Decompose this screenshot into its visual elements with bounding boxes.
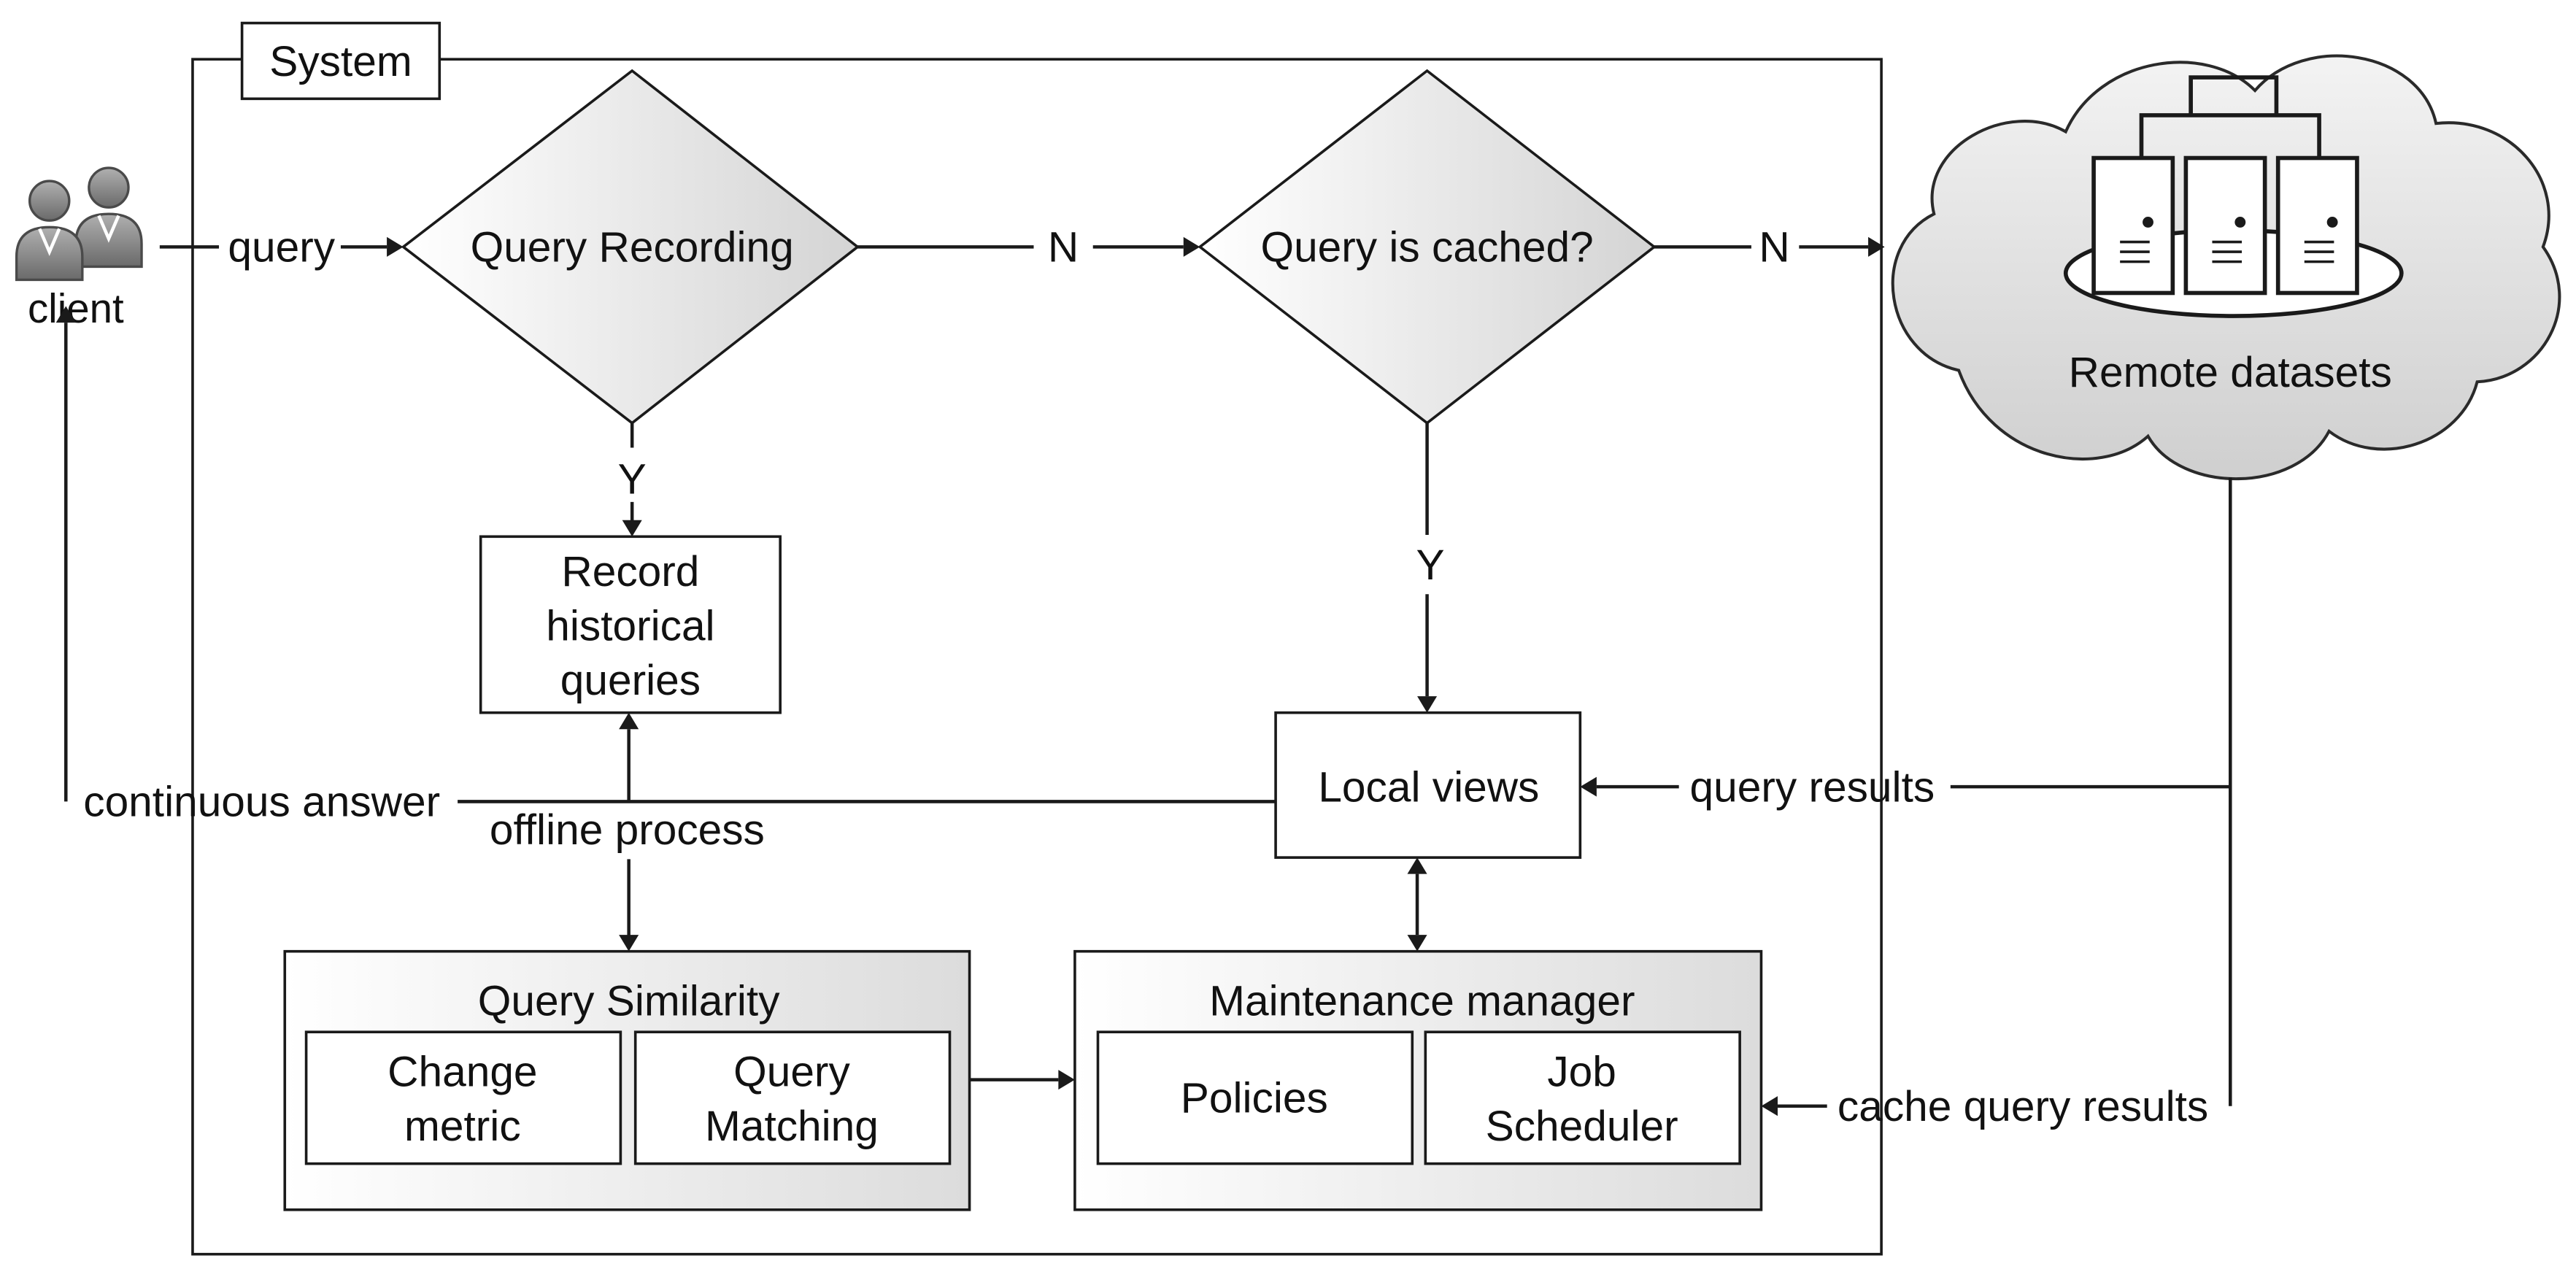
job-scheduler-line-1: Job <box>1547 1049 1616 1096</box>
query-matching-line-1: Query <box>733 1049 850 1096</box>
record-line-1: Record <box>561 548 699 595</box>
change-metric-line-1: Change <box>387 1049 537 1096</box>
n-edge-label-1: N <box>1048 224 1079 271</box>
y-edge-label-1: Y <box>618 456 647 504</box>
policies-box: Policies <box>1096 1030 1414 1165</box>
arrowhead-remote-datasets <box>1868 236 1885 257</box>
arrowhead-record-box <box>622 520 642 537</box>
continuous-answer-label: continuous answer <box>83 779 440 826</box>
system-title: System <box>269 38 412 85</box>
arrowhead-maintenance-right <box>1761 1096 1778 1116</box>
query-recording-label: Query Recording <box>471 224 794 271</box>
y-edge-label-2: Y <box>1416 541 1445 589</box>
arrowhead-local-views-top <box>1417 696 1438 713</box>
system-boundary: System <box>191 21 1883 1256</box>
arrowhead-record-box-bottom <box>619 712 639 730</box>
arrowhead-client <box>55 306 76 323</box>
query-recording-decision: Query Recording <box>401 69 860 425</box>
arrowhead-query-recording <box>387 236 404 257</box>
local-views-box: Local views <box>1274 711 1582 859</box>
arrowhead-query-similarity <box>619 935 639 952</box>
record-line-2: historical <box>546 602 714 649</box>
arrowhead-maintenance-top <box>1407 935 1427 952</box>
job-scheduler-box: Job Scheduler <box>1424 1030 1741 1165</box>
query-similarity-title: Query Similarity <box>478 978 780 1025</box>
remote-datasets-label: Remote datasets <box>2069 349 2392 396</box>
query-edge-label: query <box>228 224 335 271</box>
query-matching-box: Query Matching <box>633 1030 952 1165</box>
cache-query-results-label: cache query results <box>1837 1083 2208 1130</box>
connector-lines <box>64 245 2232 1108</box>
arrowheads <box>55 236 1885 1116</box>
change-metric-line-2: metric <box>404 1103 521 1150</box>
server-cluster-icon <box>2063 75 2404 318</box>
local-views-label: Local views <box>1318 763 1539 811</box>
query-cached-decision: Query is cached? <box>1198 69 1657 425</box>
change-metric-box: Change metric <box>304 1030 622 1165</box>
record-line-3: queries <box>560 657 701 704</box>
query-similarity-group: Query Similarity Change metric Query Mat… <box>283 949 971 1211</box>
maintenance-manager-title: Maintenance manager <box>1209 978 1635 1025</box>
job-scheduler-line-2: Scheduler <box>1486 1103 1678 1150</box>
query-results-label: query results <box>1690 763 1935 811</box>
arrowhead-maintenance-left <box>1058 1070 1075 1090</box>
client-label: client <box>28 285 124 331</box>
users-icon <box>15 166 143 282</box>
query-cached-label: Query is cached? <box>1260 224 1593 271</box>
arrowhead-query-cached <box>1183 236 1200 257</box>
arrowhead-local-views-bottom <box>1407 857 1427 874</box>
arrowhead-local-views-right <box>1580 776 1597 797</box>
maintenance-manager-group: Maintenance manager Policies Job Schedul… <box>1073 949 1763 1211</box>
policies-label: Policies <box>1181 1075 1328 1122</box>
offline-process-label: offline process <box>490 806 765 854</box>
query-matching-line-2: Matching <box>705 1103 879 1150</box>
record-historical-queries-box: Record historical queries <box>479 535 782 714</box>
n-edge-label-2: N <box>1759 224 1789 271</box>
